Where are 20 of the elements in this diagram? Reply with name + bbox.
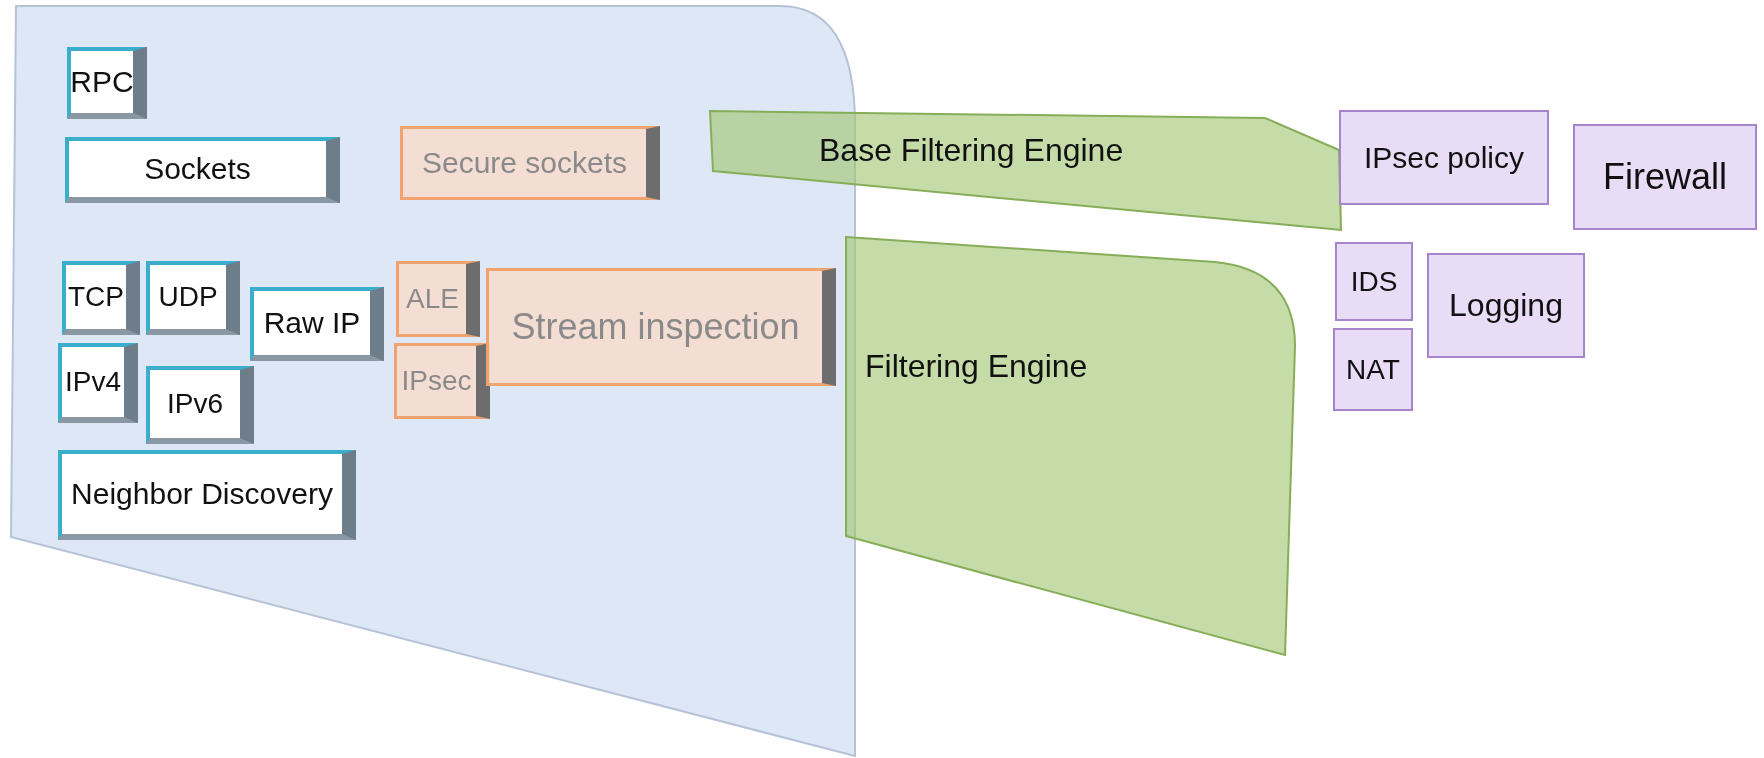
protocol-box: IPv4 <box>58 343 138 423</box>
module-box: ALE <box>396 261 480 337</box>
module-box: Stream inspection <box>486 268 836 386</box>
protocol-box: IPv6 <box>146 366 254 444</box>
callout-box: NAT <box>1333 328 1413 411</box>
module-box: Secure sockets <box>400 126 660 200</box>
callout-box: Logging <box>1427 253 1585 358</box>
callout-box: IPsec policy <box>1339 110 1549 205</box>
engine-panel <box>709 110 1345 231</box>
module-box: IPsec <box>394 343 490 419</box>
protocol-box: UDP <box>146 261 240 335</box>
protocol-box: RPC <box>67 47 147 119</box>
protocol-box: Raw IP <box>250 287 384 361</box>
protocol-box: Neighbor Discovery <box>58 450 356 540</box>
protocol-box: Sockets <box>65 137 340 203</box>
panel-title: Filtering Engine <box>865 348 1088 385</box>
panel-title: Base Filtering Engine <box>819 132 1124 169</box>
callout-box: Firewall <box>1573 124 1757 230</box>
callout-box: IDS <box>1335 242 1413 321</box>
protocol-box: TCP <box>62 261 140 335</box>
